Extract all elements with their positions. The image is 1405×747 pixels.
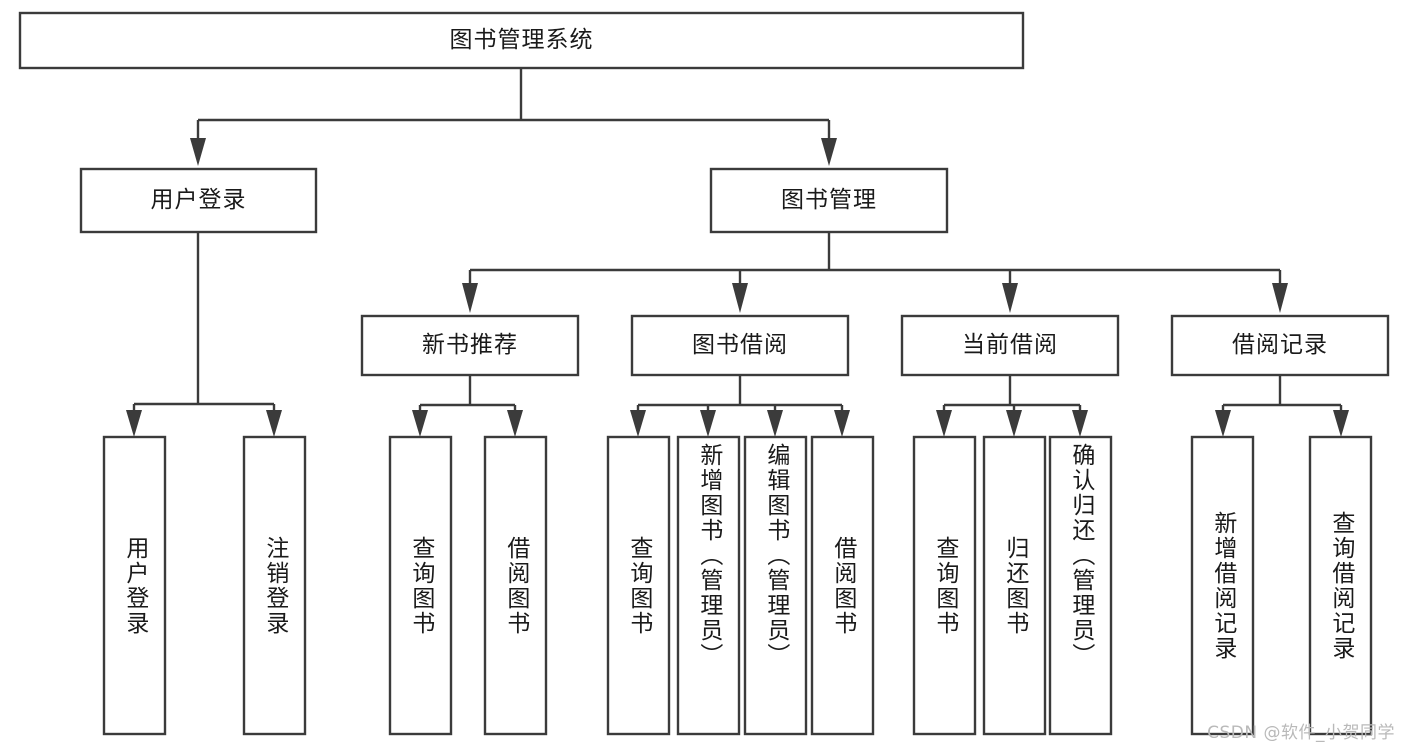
node-borrow-record-box[interactable] bbox=[1170, 314, 1390, 377]
arrow-head-current-to-leaf2 bbox=[1006, 410, 1022, 437]
arrow-head-book-manage-to-recommend bbox=[462, 283, 478, 313]
node-leaf-add-book-box[interactable] bbox=[676, 435, 741, 736]
arrow-head-borrow-to-leaf2 bbox=[700, 410, 716, 437]
arrow-head-current-to-leaf1 bbox=[936, 410, 952, 437]
node-book-borrow-box[interactable] bbox=[630, 314, 850, 377]
arrow-head-record-to-leaf2 bbox=[1333, 410, 1349, 437]
node-root-box[interactable] bbox=[18, 11, 1025, 70]
node-leaf-confirm-return-box[interactable] bbox=[1048, 435, 1113, 736]
node-leaf-user-login-box[interactable] bbox=[102, 435, 167, 736]
node-user-login-box[interactable] bbox=[79, 167, 318, 234]
arrow-head-borrow-to-leaf4 bbox=[834, 410, 850, 437]
arrow-head-borrow-to-leaf3 bbox=[767, 410, 783, 437]
arrow-head-current-to-leaf3 bbox=[1072, 410, 1088, 437]
arrow-head-book-manage-to-borrow bbox=[732, 283, 748, 313]
node-new-book-recommend-box[interactable] bbox=[360, 314, 580, 377]
arrow-head-book-manage-to-record bbox=[1272, 283, 1288, 313]
node-leaf-query-record-box[interactable] bbox=[1308, 435, 1373, 736]
node-leaf-add-record-box[interactable] bbox=[1190, 435, 1255, 736]
node-leaf-edit-book-box[interactable] bbox=[743, 435, 808, 736]
node-leaf-query-book-3-box[interactable] bbox=[912, 435, 977, 736]
node-leaf-query-book-1-box[interactable] bbox=[388, 435, 453, 736]
arrow-head-record-to-leaf1 bbox=[1215, 410, 1231, 437]
node-leaf-return-book-box[interactable] bbox=[982, 435, 1047, 736]
arrow-head-root-to-user-login bbox=[190, 138, 206, 166]
arrow-head-recommend-to-leaf2 bbox=[507, 410, 523, 437]
csdn-watermark: CSDN @软件_小贺同学 bbox=[1207, 723, 1395, 743]
arrow-head-user-login-to-leaf1 bbox=[126, 410, 142, 437]
node-current-borrow-box[interactable] bbox=[900, 314, 1120, 377]
node-leaf-query-book-2-box[interactable] bbox=[606, 435, 671, 736]
node-book-manage-box[interactable] bbox=[709, 167, 949, 234]
arrow-head-recommend-to-leaf1 bbox=[412, 410, 428, 437]
node-leaf-borrow-book-2-box[interactable] bbox=[810, 435, 875, 736]
arrow-head-root-to-book-manage bbox=[821, 138, 837, 166]
arrow-head-book-manage-to-current bbox=[1002, 283, 1018, 313]
node-leaf-borrow-book-1-box[interactable] bbox=[483, 435, 548, 736]
arrow-head-borrow-to-leaf1 bbox=[630, 410, 646, 437]
node-leaf-logout-login-box[interactable] bbox=[242, 435, 307, 736]
arrow-head-user-login-to-leaf2 bbox=[266, 410, 282, 437]
